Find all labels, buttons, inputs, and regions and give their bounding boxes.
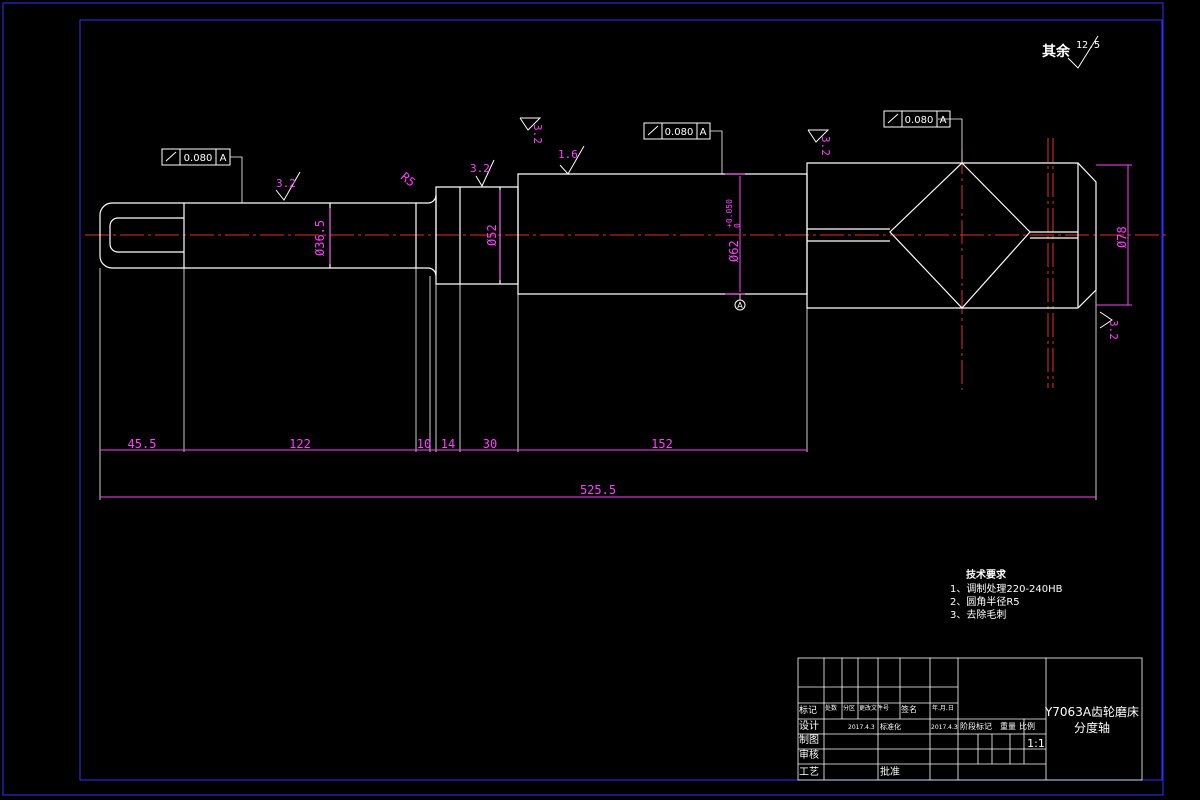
header-mark: 标记 xyxy=(799,704,817,716)
datum-letter: A xyxy=(737,301,743,310)
length-2: 122 xyxy=(289,437,311,451)
inner-frame xyxy=(79,19,1163,781)
diameter-4: Ø78 xyxy=(1115,226,1129,248)
roughness-mark-6: 3.2 xyxy=(1107,320,1120,340)
tolerance-frame-2: 0.080 A xyxy=(643,122,711,140)
tolerance-datum-3: A xyxy=(940,115,947,126)
roughness-mark-4: 3.2 xyxy=(531,124,544,144)
roughness-mark-1: 3.2 xyxy=(276,177,296,190)
radius-label: R5 xyxy=(398,170,418,190)
roughness-mark-3: 1.6 xyxy=(558,148,578,161)
stage-header-3: 比例 xyxy=(1019,721,1035,731)
diameter-3-tol: +0.050 xyxy=(725,199,734,228)
general-roughness-label: 其余 xyxy=(1042,43,1071,60)
date-2: 2017.4.3 xyxy=(931,724,958,731)
header-zone: 分区 xyxy=(843,704,855,712)
dimension-lines xyxy=(100,164,1132,498)
length-1: 45.5 xyxy=(128,437,157,451)
length-labels: 45.5 122 10 14 30 152 525.5 xyxy=(128,437,673,497)
label-process: 工艺 xyxy=(799,766,819,778)
extension-lines xyxy=(99,268,1097,500)
tech-item-3: 3、去除毛刺 xyxy=(950,608,1006,621)
diameter-2: Ø52 xyxy=(485,224,499,246)
roughness-mark-2: 3.2 xyxy=(470,162,490,175)
datum-symbol: A xyxy=(734,299,746,311)
tech-requirements: 技术要求 1、调制处理220-240HB 2、圆角半径R5 3、去除毛刺 xyxy=(950,568,1063,621)
roughness-labels: 3.2 3.2 1.6 3.2 3.2 3.2 xyxy=(276,124,1120,340)
approve-label: 批准 xyxy=(880,765,900,778)
header-sign: 签名 xyxy=(901,704,917,714)
scale-value: 1:1 xyxy=(1027,737,1045,750)
length-5: 30 xyxy=(483,437,497,451)
diameter-3: Ø62 xyxy=(727,240,741,262)
tolerance-value-3: 0.080 xyxy=(905,115,934,126)
label-check: 审核 xyxy=(799,748,819,761)
header-doc: 更改文件号 xyxy=(859,704,889,712)
tech-title: 技术要求 xyxy=(966,568,1007,581)
tolerance-frame-3: 0.080 A xyxy=(883,110,951,128)
label-draw: 制图 xyxy=(799,733,819,746)
header-date: 年.月.日 xyxy=(932,704,954,712)
length-3: 10 xyxy=(417,437,431,451)
tolerance-datum-2: A xyxy=(700,127,707,138)
roughness-mark-5: 3.2 xyxy=(819,136,832,156)
date-1: 2017.4.3 xyxy=(848,724,875,731)
length-4: 14 xyxy=(441,437,455,451)
std-label: 标准化 xyxy=(880,722,901,731)
length-6: 152 xyxy=(651,437,673,451)
drawing-title-line2: 分度轴 xyxy=(1074,720,1110,735)
roughness-symbols xyxy=(275,35,1113,329)
tech-item-1: 1、调制处理220-240HB xyxy=(950,582,1063,595)
general-roughness-value: 12.5 xyxy=(1076,40,1100,51)
header-count: 处数 xyxy=(825,704,837,712)
label-design: 设计 xyxy=(799,719,819,732)
total-length: 525.5 xyxy=(580,483,616,497)
diameter-1: Ø36.5 xyxy=(313,220,327,256)
title-block-text: Y7063A齿轮磨床 分度轴 1:1 标记 处数 分区 更改文件号 签名 年.月… xyxy=(799,704,1139,778)
outer-frame xyxy=(2,2,1164,796)
tolerance-value-1: 0.080 xyxy=(184,153,213,164)
leader-lines xyxy=(230,118,963,300)
stage-header-2: 重量 xyxy=(1000,721,1016,731)
drawing-title-line1: Y7063A齿轮磨床 xyxy=(1044,705,1139,719)
tolerance-value-2: 0.080 xyxy=(665,127,694,138)
title-block xyxy=(797,657,1143,781)
general-roughness: 其余 12.5 xyxy=(1042,40,1100,60)
tech-item-2: 2、圆角半径R5 xyxy=(950,595,1020,608)
stage-header-1: 阶段标记 xyxy=(960,721,992,731)
tolerance-frame-1: 0.080 A xyxy=(161,148,231,166)
diameter-3-tol2: 0 xyxy=(733,223,742,228)
tolerance-datum-1: A xyxy=(220,153,227,164)
